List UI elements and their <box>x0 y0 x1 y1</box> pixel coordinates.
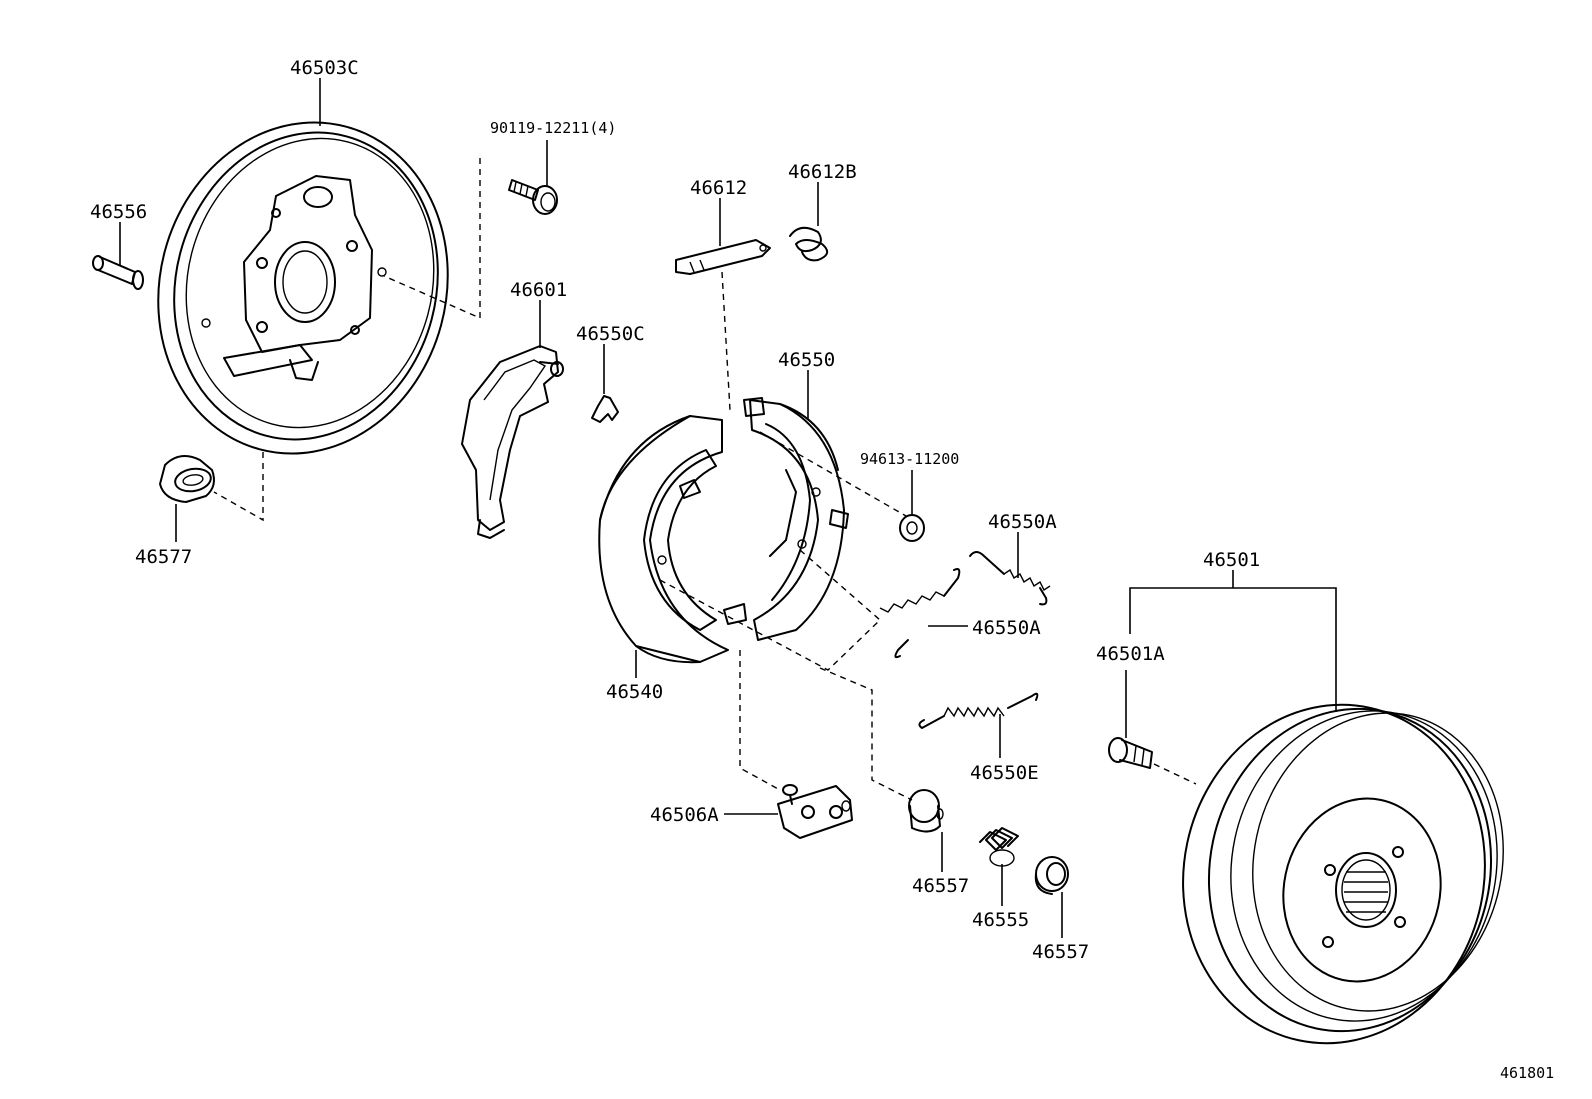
compression-spring[interactable] <box>979 827 1019 867</box>
label-46550A-upper: 46550A <box>988 511 1057 533</box>
cup-right[interactable] <box>1034 856 1069 895</box>
plug-part[interactable] <box>159 455 215 503</box>
label-washer: 94613-11200 <box>860 450 959 468</box>
return-spring-lower[interactable] <box>879 568 961 659</box>
label-46501: 46501 <box>1203 549 1260 571</box>
dash-plug-to-plate <box>213 452 264 522</box>
label-46506A: 46506A <box>650 804 719 826</box>
brake-shoe-assembly[interactable] <box>598 397 849 664</box>
brake-drum[interactable] <box>1152 677 1531 1072</box>
parking-lever[interactable] <box>461 345 564 539</box>
washer-part[interactable] <box>899 514 925 542</box>
label-46557-left: 46557 <box>912 875 969 897</box>
label-46550A-lower: 46550A <box>972 617 1041 639</box>
bolt-part[interactable] <box>508 179 558 215</box>
pin-part[interactable] <box>92 255 144 290</box>
dash-shoe-to-cup <box>819 667 913 801</box>
label-46501A: 46501A <box>1096 643 1165 665</box>
label-46550: 46550 <box>778 349 835 371</box>
label-46601: 46601 <box>510 279 567 301</box>
label-46557-right: 46557 <box>1032 941 1089 963</box>
clip-part[interactable] <box>591 395 619 423</box>
backing-plate[interactable] <box>122 90 485 487</box>
strut-spring-part[interactable] <box>789 226 829 262</box>
label-46550C: 46550C <box>576 323 645 345</box>
hub-bolt[interactable] <box>1108 737 1153 769</box>
label-46577: 46577 <box>135 546 192 568</box>
label-46612: 46612 <box>690 177 747 199</box>
strut-part[interactable] <box>675 239 771 275</box>
dash-shoe-to-washer <box>759 431 907 517</box>
wheel-cylinder[interactable] <box>777 784 853 839</box>
adjuster-spring[interactable] <box>918 692 1039 729</box>
figure-code: 461801 <box>1500 1064 1554 1082</box>
dash-strut-to-shoe <box>721 271 731 411</box>
label-bolt: 90119-12211(4) <box>490 119 616 137</box>
label-46556: 46556 <box>90 201 147 223</box>
dash-bolt-to-drum <box>1153 763 1197 785</box>
label-46612B: 46612B <box>788 161 857 183</box>
cup-left[interactable] <box>908 789 944 833</box>
label-46550E: 46550E <box>970 762 1039 784</box>
return-spring-upper[interactable] <box>969 551 1051 606</box>
label-46540: 46540 <box>606 681 663 703</box>
dash-shoe-to-cylinder <box>739 650 781 791</box>
dash-bolt-to-plate <box>383 158 481 320</box>
label-46555: 46555 <box>972 909 1029 931</box>
label-46503C: 46503C <box>290 57 359 79</box>
